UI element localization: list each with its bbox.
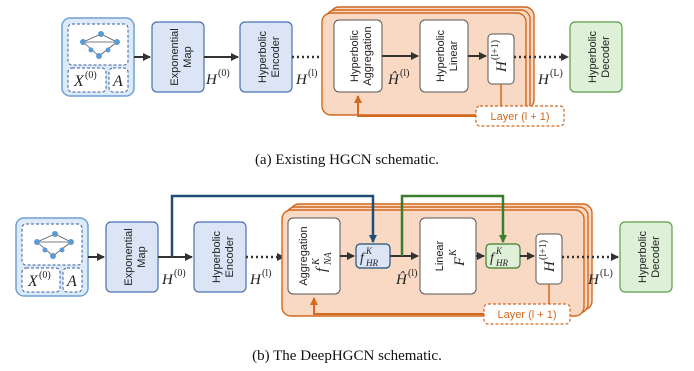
layer-label-b: Layer (l + 1)	[498, 309, 557, 321]
initial-residual-skip	[170, 194, 377, 257]
feature-matrix-sup: (0)	[85, 70, 97, 81]
hyperbolic-decoder-box	[569, 21, 623, 93]
identity-mapping-skip	[400, 194, 507, 256]
decoder-label-b2: Decoder	[650, 236, 662, 278]
hhat-label-b: Ĥ	[395, 271, 408, 288]
linear-label-b: Linear	[434, 240, 446, 271]
linear-label-1: Hyperbolic	[435, 30, 447, 82]
hL-label-b: H	[587, 272, 600, 288]
h-next-sup-b: (l+1)	[538, 240, 549, 260]
fhr-blue-label: f	[360, 251, 366, 266]
exp-map-label-1: Exponential	[169, 28, 181, 86]
decoder-label-b1: Hyperbolic	[637, 231, 649, 283]
input-graph-block-b: X (0) A	[15, 217, 89, 297]
hhat-sup-b: (l)	[408, 268, 417, 279]
layer-label: Layer (l + 1)	[491, 111, 550, 123]
panel-b: X (0) A Exponential Map H (0) Hyperbolic…	[15, 194, 673, 364]
fna-sup: K	[311, 257, 322, 266]
panel-a: X (0) A Exponential Map H (0) Hyperbolic…	[61, 6, 623, 168]
feature-matrix-label-b: X	[27, 273, 39, 290]
fhr-green-label: f	[490, 251, 496, 266]
input-graph-block: X (0) A	[61, 17, 135, 97]
h-next-label: H	[494, 60, 510, 73]
fhr-green-sub: HR	[495, 258, 508, 268]
h-next-sup: (l+1)	[490, 40, 501, 60]
h0-label-b: H	[161, 272, 174, 288]
caption-b: (b) The DeepHGCN schematic.	[252, 348, 442, 364]
aggregation-label-2: Aggregation	[362, 26, 374, 85]
fna-sub: NA	[323, 251, 334, 266]
fhr-green-sup: K	[495, 246, 503, 256]
decoder-label-2: Decoder	[600, 36, 612, 78]
encoder-label-b2: Encoder	[224, 236, 236, 277]
h-next-label-b: H	[542, 260, 558, 273]
encoder-label-2: Encoder	[270, 36, 282, 77]
h0-sup: (0)	[218, 68, 230, 79]
exp-map-label-b1: Exponential	[123, 228, 135, 286]
h0-sup-b: (0)	[174, 268, 186, 279]
adjacency-label-b: A	[66, 273, 77, 290]
fk-sup: K	[448, 248, 459, 257]
feature-matrix-sup-b: (0)	[39, 270, 51, 281]
hyperbolic-decoder-box-b	[619, 221, 673, 293]
feature-matrix-label: X	[73, 73, 85, 90]
hl-sup: (l)	[308, 68, 317, 79]
h0-label: H	[205, 72, 218, 88]
encoder-label-1: Hyperbolic	[257, 31, 269, 83]
aggregation-label-1: Hyperbolic	[349, 30, 361, 82]
loopback-arrow-b	[310, 297, 484, 315]
hL-label: H	[537, 72, 550, 88]
fk-label: F	[452, 256, 468, 267]
exp-map-label-b2: Map	[136, 246, 148, 267]
exp-map-label-2: Map	[182, 46, 194, 67]
fna-label: f	[314, 266, 330, 272]
hl-sup-b: (l)	[262, 268, 271, 279]
hL-sup-b: (L)	[600, 268, 613, 279]
hl-label-b: H	[249, 272, 262, 288]
caption-a: (a) Existing HGCN schematic.	[255, 152, 439, 168]
fhr-blue-sub: HR	[365, 258, 378, 268]
encoder-label-b1: Hyperbolic	[211, 231, 223, 283]
linear-label-2: Linear	[448, 40, 460, 71]
decoder-label-1: Hyperbolic	[587, 31, 599, 83]
hhat-label: Ĥ	[387, 71, 400, 88]
hhat-sup: (l)	[400, 68, 409, 79]
adjacency-label: A	[112, 73, 123, 90]
hL-sup: (L)	[550, 68, 563, 79]
fhr-blue-sup: K	[365, 246, 373, 256]
hl-label: H	[295, 72, 308, 88]
loopback-arrow	[354, 95, 476, 117]
aggregation-label-b: Aggregation	[298, 226, 310, 285]
